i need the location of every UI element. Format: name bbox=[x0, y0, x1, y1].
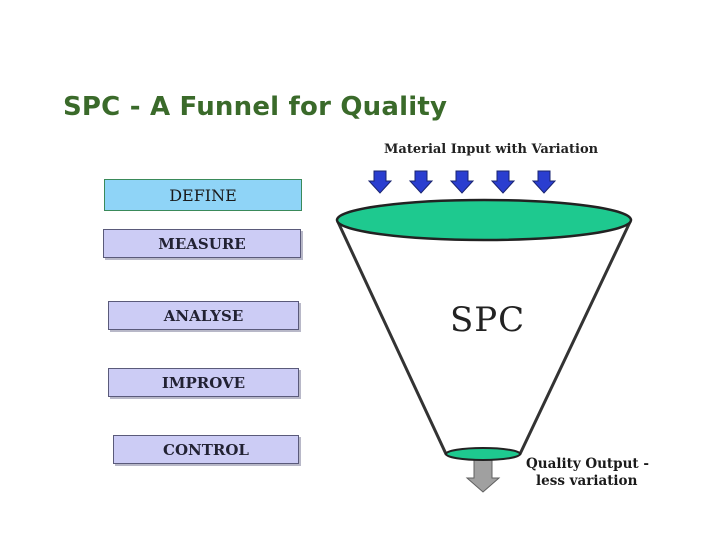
step-improve: IMPROVE bbox=[108, 368, 299, 397]
step-measure-label: MEASURE bbox=[158, 234, 246, 253]
step-control-label: CONTROL bbox=[163, 440, 249, 459]
input-label: Material Input with Variation bbox=[384, 142, 599, 157]
arrow-down-icon bbox=[367, 170, 393, 194]
arrow-down-icon bbox=[531, 170, 557, 194]
slide-title: SPC - A Funnel for Quality bbox=[63, 92, 448, 122]
step-measure: MEASURE bbox=[103, 229, 301, 258]
funnel-center-label: SPC bbox=[450, 300, 526, 340]
funnel-top bbox=[335, 198, 633, 242]
output-label: Quality Output - less variation bbox=[526, 456, 649, 490]
step-analyse: ANALYSE bbox=[108, 301, 299, 330]
arrow-down-icon bbox=[490, 170, 516, 194]
arrow-down-icon bbox=[465, 457, 501, 493]
funnel-bottom bbox=[445, 447, 521, 461]
step-improve-label: IMPROVE bbox=[161, 373, 246, 392]
output-label-line2: less variation bbox=[536, 473, 638, 489]
arrow-down-icon bbox=[449, 170, 475, 194]
input-arrows bbox=[367, 170, 557, 194]
step-control: CONTROL bbox=[113, 435, 299, 464]
output-label-line1: Quality Output - bbox=[526, 456, 649, 472]
arrow-down-icon bbox=[408, 170, 434, 194]
step-define: DEFINE bbox=[104, 179, 302, 211]
step-analyse-label: ANALYSE bbox=[163, 306, 244, 325]
step-define-label: DEFINE bbox=[169, 185, 237, 205]
